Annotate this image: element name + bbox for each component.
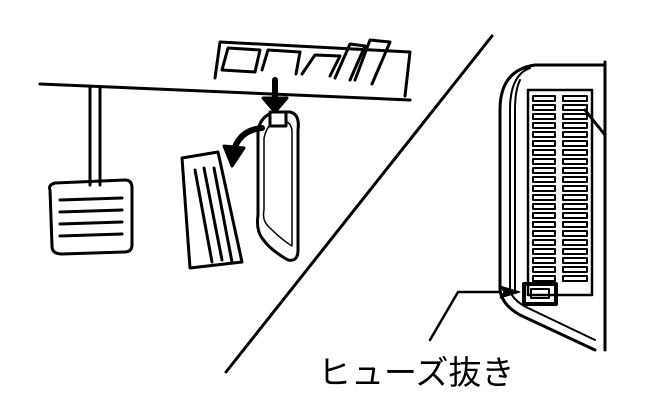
fuse bbox=[562, 275, 588, 282]
divider-line bbox=[224, 34, 494, 374]
fuse bbox=[562, 122, 588, 129]
fuse bbox=[532, 230, 556, 237]
fuse bbox=[562, 203, 588, 210]
fuse bbox=[532, 239, 556, 246]
fuse bbox=[532, 95, 556, 102]
fuse bbox=[562, 140, 588, 147]
fuse bbox=[562, 185, 588, 192]
fuse bbox=[562, 104, 588, 111]
pointer-arrow-icon bbox=[428, 285, 521, 342]
fuse bbox=[532, 167, 556, 174]
fuse bbox=[532, 221, 556, 228]
fuse-puller-label: ヒューズ抜き bbox=[318, 353, 515, 392]
fuse bbox=[532, 149, 556, 156]
fuse bbox=[562, 149, 588, 156]
fuse bbox=[562, 176, 588, 183]
fuse bbox=[532, 275, 556, 282]
accelerator-pedal bbox=[180, 150, 244, 270]
fuse bbox=[532, 203, 556, 210]
fuse bbox=[562, 248, 588, 255]
fuse bbox=[532, 158, 556, 165]
fuse bbox=[532, 194, 556, 201]
fuse bbox=[562, 239, 588, 246]
fuse bbox=[532, 104, 556, 111]
fuse bbox=[532, 122, 556, 129]
fuse bbox=[562, 221, 588, 228]
fuse bbox=[562, 257, 588, 264]
fuse-box-cover bbox=[256, 110, 300, 262]
fuse bbox=[532, 113, 556, 120]
curved-arrow-icon bbox=[222, 125, 265, 168]
brake-pedal bbox=[48, 86, 134, 256]
fuse bbox=[562, 95, 588, 102]
fuse bbox=[532, 176, 556, 183]
fuse bbox=[562, 158, 588, 165]
fuse bbox=[562, 230, 588, 237]
fuse bbox=[562, 131, 588, 138]
fuse-box bbox=[498, 60, 607, 352]
fuse bbox=[532, 185, 556, 192]
fuse bbox=[562, 266, 588, 273]
down-arrow-icon bbox=[261, 77, 289, 114]
fuse bbox=[562, 194, 588, 201]
fuse bbox=[532, 257, 556, 264]
dashboard-underside bbox=[38, 38, 412, 102]
fuse bbox=[532, 140, 556, 147]
fuse bbox=[532, 131, 556, 138]
fuse bbox=[562, 113, 588, 120]
fuse bbox=[562, 167, 588, 174]
fuse bbox=[532, 266, 556, 273]
fuse bbox=[532, 212, 556, 219]
fuse bbox=[562, 212, 588, 219]
fuse bbox=[532, 248, 556, 255]
